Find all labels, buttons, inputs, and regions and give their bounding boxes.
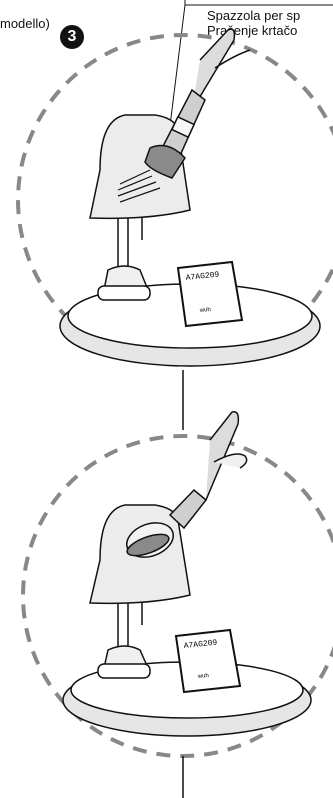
panel-1-card: A7AG209 wuh [178,262,242,326]
panel-2-card: A7AG209 wuh [176,630,240,692]
svg-text:wuh: wuh [197,673,210,680]
svg-text:wuh: wuh [199,307,212,314]
